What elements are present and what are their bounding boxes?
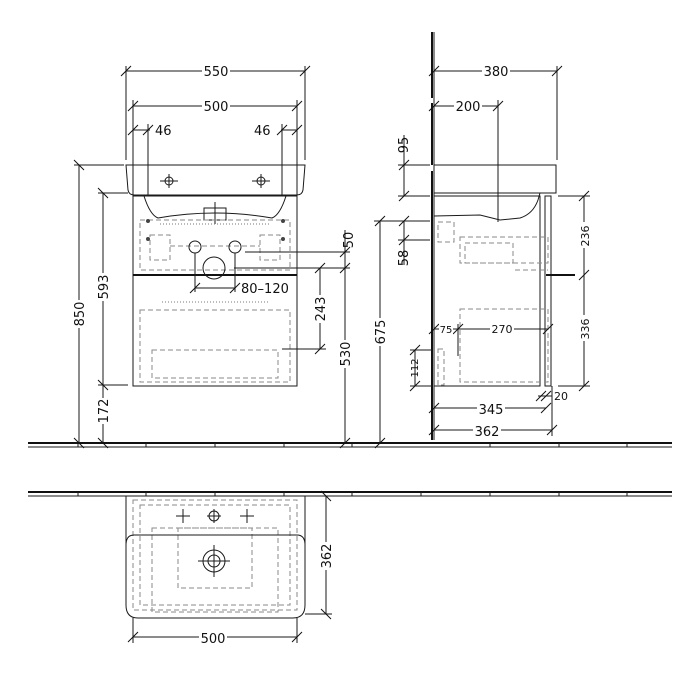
dim-label: 270 [492,323,513,336]
dim-label: 380 [484,65,509,80]
dim-label: 200 [456,100,481,115]
tap-marker-left-icon [176,509,190,523]
dim-label: 550 [204,65,229,80]
basin-front [125,164,306,196]
wall-line-top [28,491,672,497]
dim-label: 46 [155,124,172,139]
dim-label: 20 [554,390,568,403]
drain-icon [198,545,230,577]
cabinet-front [132,195,298,387]
dim-bottom-clearance: 112 [409,344,432,392]
dim-label: 58 [397,250,412,267]
tap-hole-right-icon [252,174,270,188]
basin-side [433,164,557,221]
dim-drawer-heights: 236 336 [558,190,592,392]
dim-label: 530 [339,342,354,367]
dim-overall-width: 550 [120,63,311,160]
dim-cabinet-depth: 345 [428,401,552,418]
dim-label: 80–120 [241,282,289,297]
dim-top-width: 500 [127,618,303,647]
dim-mount-height: 675 [373,215,389,449]
dim-label: 50 [342,232,357,249]
dim-overall-depth: 362 [428,386,558,440]
dim-label: 172 [97,399,112,424]
dim-label: 243 [314,297,329,322]
dim-label: 500 [204,100,229,115]
tap-marker-right-icon [240,509,254,523]
cabinet-side [433,195,541,387]
dim-waste-height: 50 530 [234,230,357,449]
dim-supply-spacing: 80–120 [189,253,289,297]
dim-tap-offset-left: 46 [127,124,172,196]
dim-drawer-depth: 75 270 [428,322,554,356]
dim-tap-axis: 200 [428,98,504,222]
dim-tap-offset-right: 46 [254,124,303,196]
floor-line-side [420,442,672,448]
dim-label: 362 [475,425,500,440]
dim-label: 236 [579,226,592,247]
tap-hole-left-icon [160,174,178,188]
front-view: 550 500 46 46 [28,63,420,449]
basin-top [125,534,306,619]
dim-label: 46 [254,124,271,139]
dim-label: 112 [410,358,421,377]
dim-basin-depth: 380 [428,63,563,160]
dim-label: 675 [374,320,389,345]
dim-top-depth: 362 [305,490,335,620]
dim-front-thickness: 20 [535,390,568,403]
dim-drawer-top-offset: 58 [374,215,430,267]
waste-outlet-icon [202,256,226,280]
tap-hole-top-icon [207,509,221,523]
dim-basin-thickness: 95 [397,135,430,202]
dim-cabinet-top-height: 593 172 [96,187,128,449]
dim-label: 500 [201,632,226,647]
top-view: 362 500 [28,490,672,647]
dim-label: 95 [397,137,412,154]
side-view: 380 200 95 58 [373,32,672,449]
dim-overall-height: 850 [72,159,124,449]
dim-label: 362 [320,544,335,569]
dim-label: 345 [479,403,504,418]
dim-label: 593 [97,275,112,300]
floor-line-front [28,442,420,448]
dim-drawer-height: 243 [282,262,329,355]
dim-label: 850 [73,302,88,327]
dim-label: 75 [440,325,453,336]
dim-label: 336 [579,319,592,340]
dim-cabinet-width: 500 [127,98,303,196]
